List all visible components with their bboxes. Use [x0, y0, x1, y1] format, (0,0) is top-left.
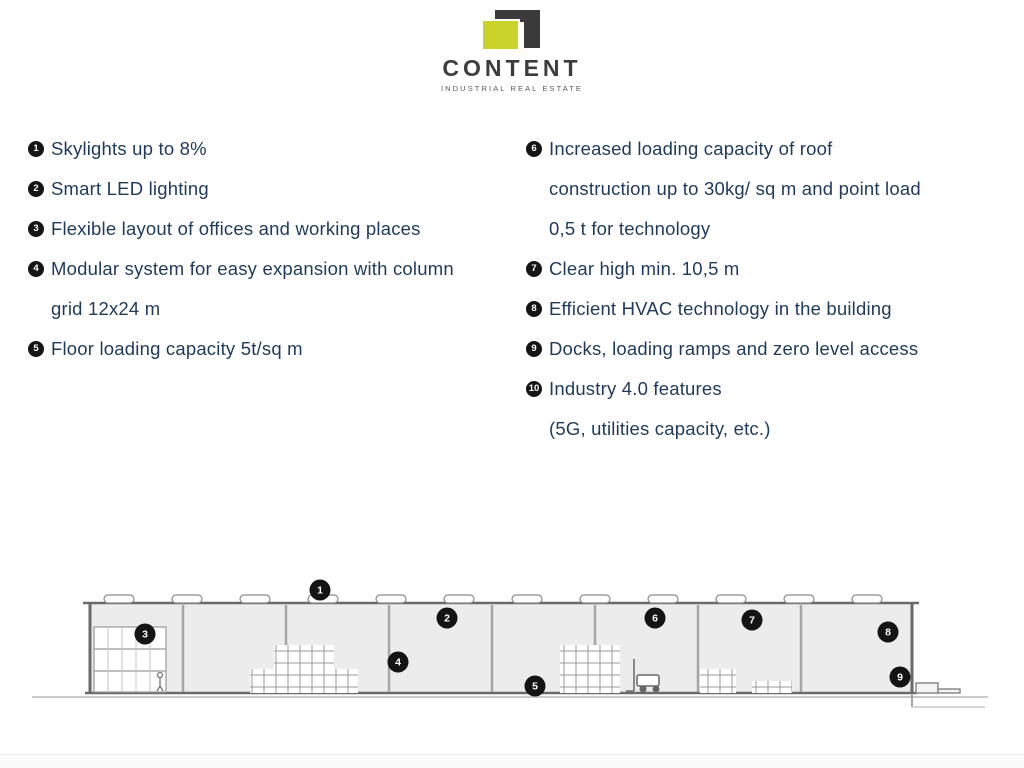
feature-number-badge: 10: [526, 381, 542, 397]
diagram-marker-9: 9: [889, 666, 911, 688]
feature-text: Modular system for easy expansion with c…: [51, 258, 454, 319]
diagram-marker-8: 8: [877, 621, 899, 643]
feature-text: Increased loading capacity of roof const…: [549, 138, 921, 239]
feature-number-badge: 7: [526, 261, 542, 277]
features-column-left: 1 Skylights up to 8% 2 Smart LED lightin…: [28, 129, 466, 369]
feature-number-badge: 8: [526, 301, 542, 317]
feature-number-badge: 1: [28, 141, 44, 157]
feature-item: 1 Skylights up to 8%: [28, 129, 466, 169]
feature-text: Smart LED lighting: [51, 178, 209, 199]
feature-item: 5 Floor loading capacity 5t/sq m: [28, 329, 466, 369]
feature-item: 4 Modular system for easy expansion with…: [28, 249, 466, 329]
feature-item: 8 Efficient HVAC technology in the build…: [526, 289, 938, 329]
diagram-marker-2: 2: [436, 607, 458, 629]
office-mezzanine: [93, 626, 167, 693]
header: CONTENT INDUSTRIAL REAL ESTATE: [0, 10, 1024, 93]
feature-number-badge: 4: [28, 261, 44, 277]
feature-number-badge: 6: [526, 141, 542, 157]
building-interior: [91, 604, 911, 693]
feature-item: 9 Docks, loading ramps and zero level ac…: [526, 329, 938, 369]
diagram-marker-5: 5: [524, 675, 546, 697]
logo-subtitle: INDUSTRIAL REAL ESTATE: [440, 84, 584, 93]
feature-number-badge: 5: [28, 341, 44, 357]
feature-item: 2 Smart LED lighting: [28, 169, 466, 209]
forklift-icon: [626, 659, 660, 693]
loading-dock: [911, 682, 985, 708]
feature-text: Flexible layout of offices and working p…: [51, 218, 421, 239]
feature-text: Clear high min. 10,5 m: [549, 258, 740, 279]
diagram-marker-6: 6: [644, 607, 666, 629]
feature-number-badge: 2: [28, 181, 44, 197]
warehouse-cross-section-diagram: 1 2 3 4 5 6 7 8 9: [0, 555, 1024, 730]
feature-text: Efficient HVAC technology in the buildin…: [549, 298, 892, 319]
diagram-marker-4: 4: [387, 651, 409, 673]
feature-number-badge: 9: [526, 341, 542, 357]
pallet-stacks: [250, 645, 792, 693]
feature-text: Docks, loading ramps and zero level acce…: [549, 338, 919, 359]
content-logo-icon: [481, 10, 540, 51]
feature-item: 10 Industry 4.0 features (5G, utilities …: [526, 369, 938, 449]
slide-bottom-edge: [0, 754, 1024, 768]
feature-text: Floor loading capacity 5t/sq m: [51, 338, 303, 359]
feature-text: Industry 4.0 features (5G, utilities cap…: [549, 378, 771, 439]
warehouse-drawing: [32, 594, 988, 708]
feature-item: 6 Increased loading capacity of roof con…: [526, 129, 938, 249]
feature-item: 3 Flexible layout of offices and working…: [28, 209, 466, 249]
diagram-marker-1: 1: [309, 579, 331, 601]
feature-text: Skylights up to 8%: [51, 138, 207, 159]
logo-title: CONTENT: [442, 55, 582, 81]
diagram-marker-7: 7: [741, 609, 763, 631]
person-icon: [156, 671, 164, 692]
feature-number-badge: 3: [28, 221, 44, 237]
skylights: [103, 594, 883, 604]
diagram-marker-3: 3: [134, 623, 156, 645]
feature-item: 7 Clear high min. 10,5 m: [526, 249, 938, 289]
features-column-right: 6 Increased loading capacity of roof con…: [526, 129, 938, 449]
